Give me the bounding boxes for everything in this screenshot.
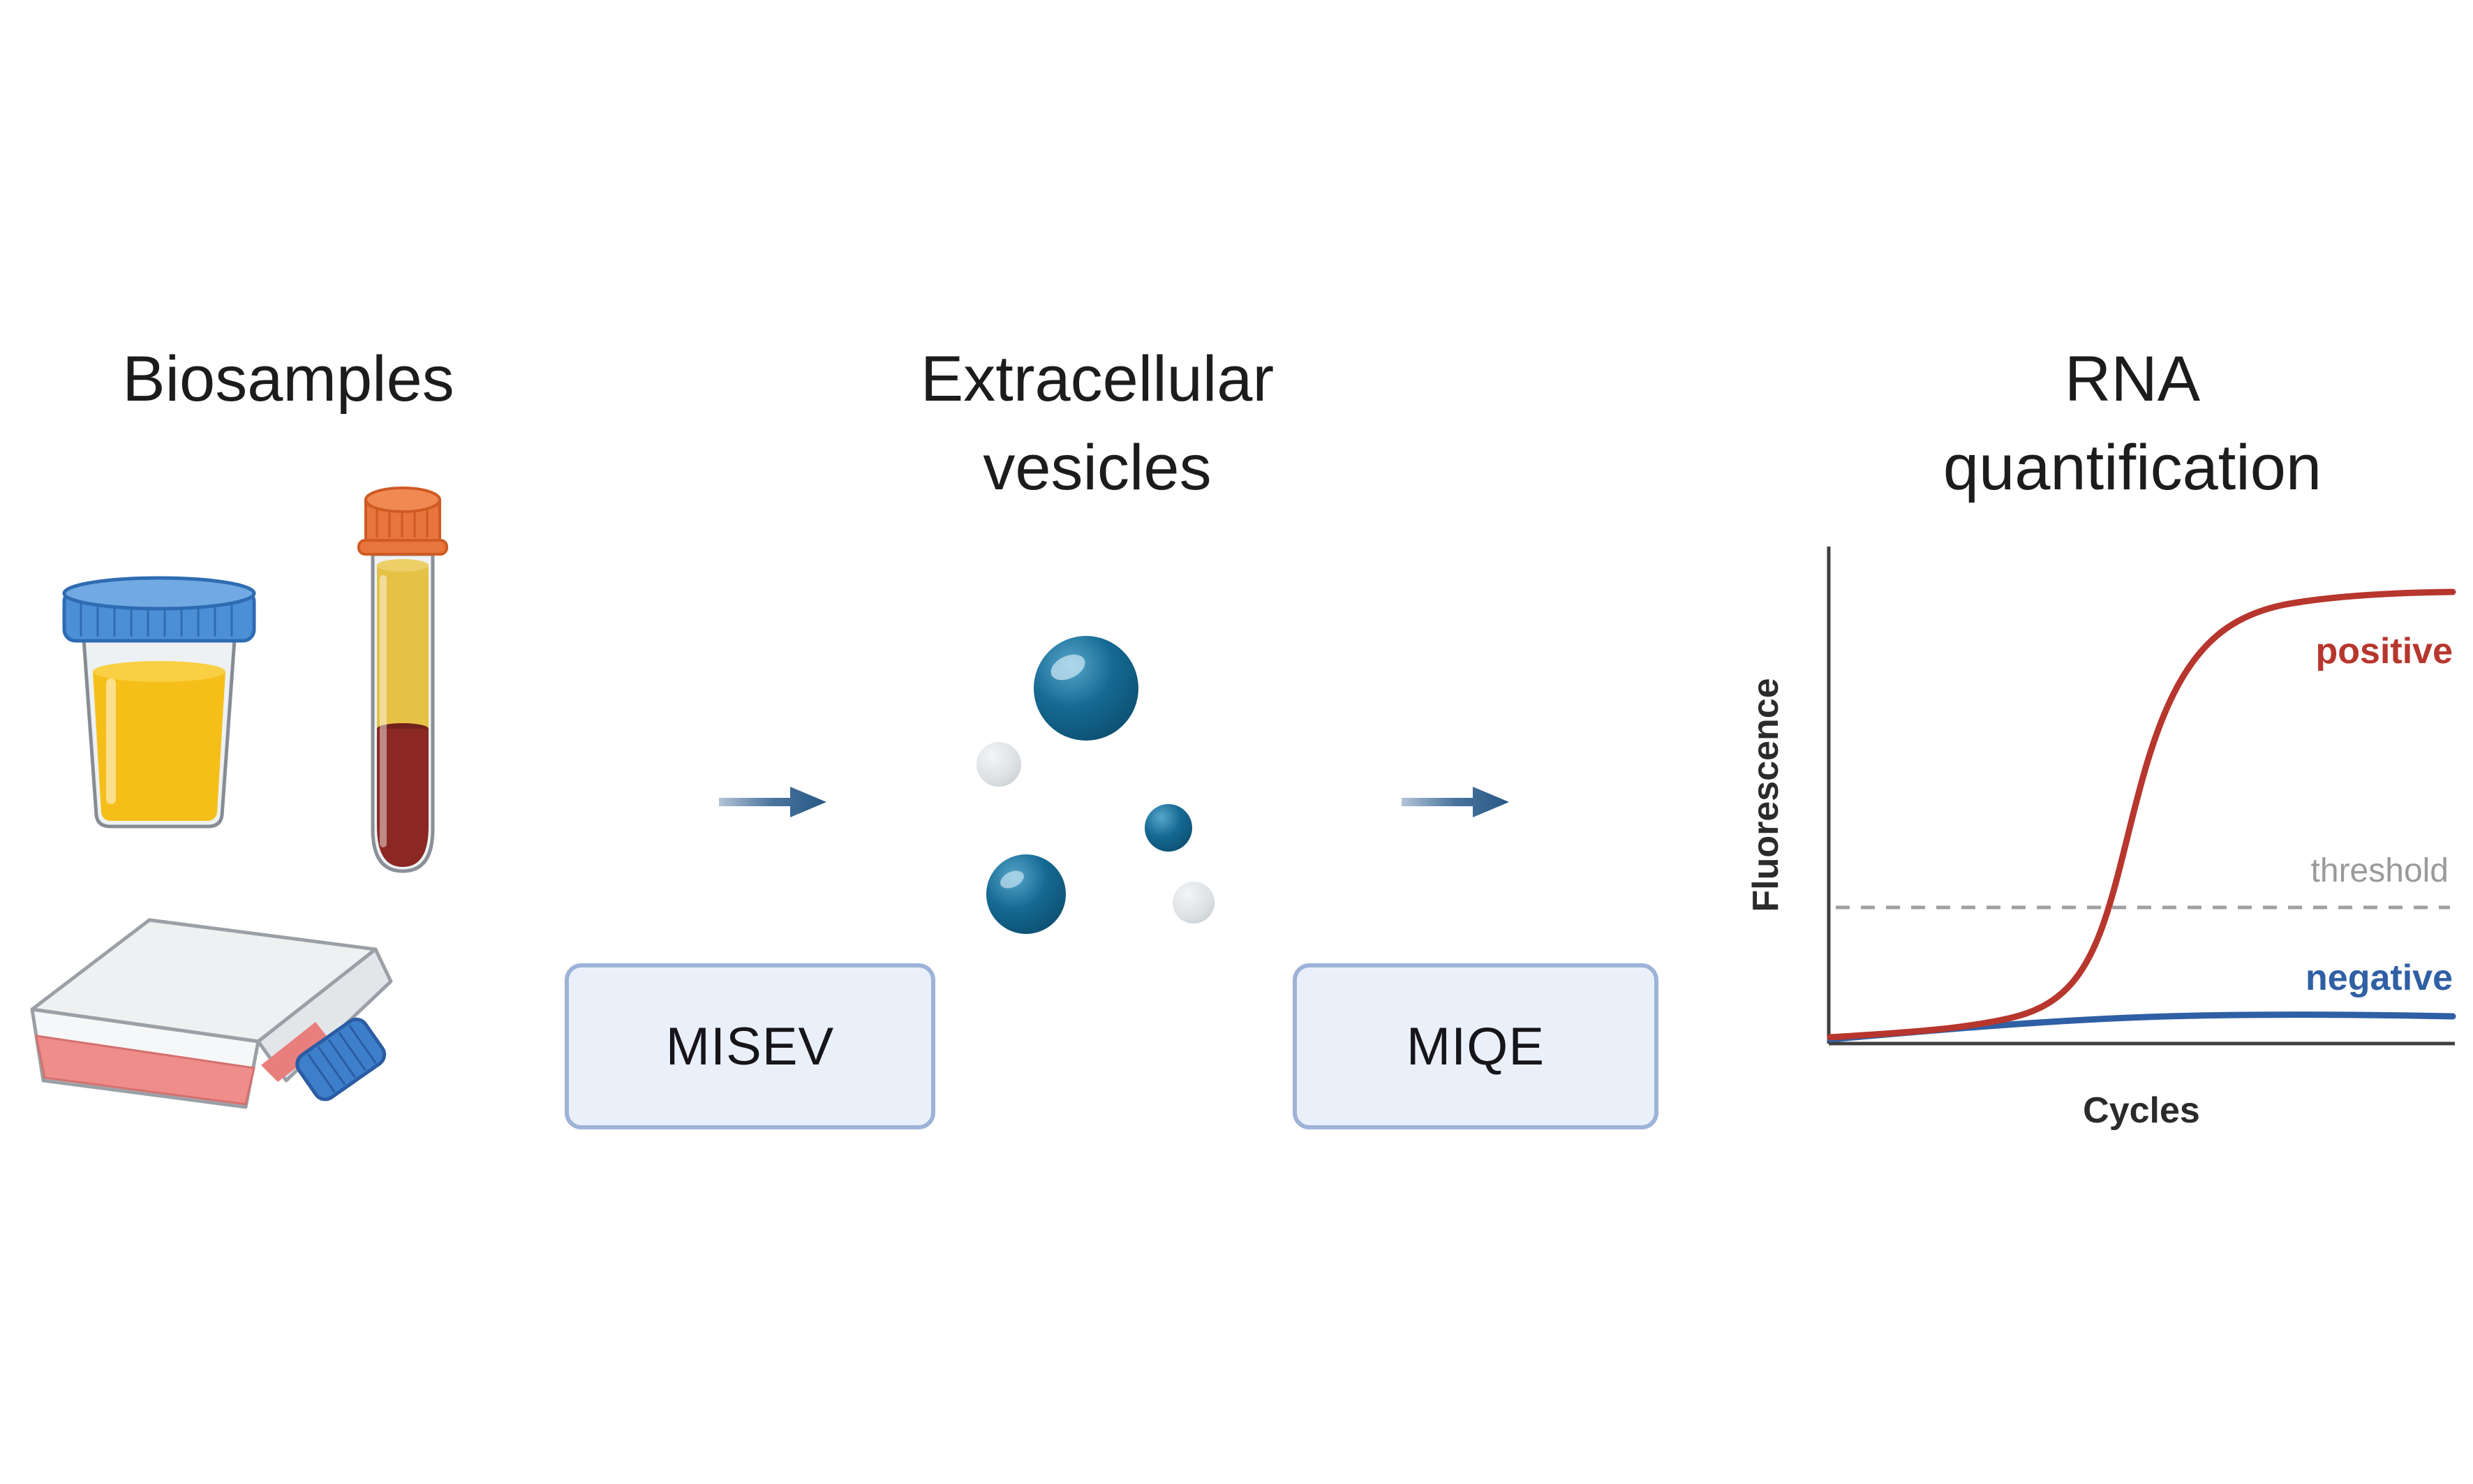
urine-cup-icon (62, 576, 256, 829)
flask-body (30, 918, 393, 1109)
flask-media-side (261, 1022, 331, 1082)
positive-label: positive (2316, 631, 2453, 671)
misev-label: MISEV (665, 1016, 835, 1076)
negative-label: negative (2305, 958, 2453, 998)
vesicle-small-icon (1145, 804, 1192, 852)
vesicle-medium-icon (986, 854, 1066, 934)
cup-body (82, 637, 237, 829)
x-axis-label: Cycles (2083, 1090, 2200, 1131)
blood-collection-tube-icon (357, 487, 448, 873)
miqe-badge: MIQE (1293, 963, 1658, 1129)
tube-cap (357, 487, 448, 556)
rna-quantification-heading: RNA quantification (1853, 335, 2412, 512)
heading-line-1: RNA (2064, 343, 2201, 415)
extracellular-vesicles-icon (976, 636, 1215, 934)
heading-line-1: Extracellular (920, 343, 1275, 415)
flask-media (35, 1034, 255, 1106)
arrow-right-icon (719, 787, 826, 817)
misev-badge: MISEV (565, 963, 935, 1129)
tube-body (371, 552, 435, 873)
vesicle-small-gray-icon (976, 742, 1021, 787)
arrow-right-icon (1402, 787, 1509, 817)
cell-culture-flask-icon (30, 918, 393, 1109)
positive-curve (1827, 588, 2456, 1041)
miqe-label: MIQE (1406, 1016, 1545, 1076)
negative-curve (1827, 1011, 2456, 1043)
extracellular-vesicles-heading: Extracellular vesicles (818, 335, 1376, 512)
flask-cap (295, 1017, 387, 1101)
qpcr-amplification-chart: Fluorescence Cycles threshold positive n… (1746, 547, 2456, 1131)
vesicle-highlight (1050, 654, 1085, 681)
heading-line-2: vesicles (983, 431, 1212, 503)
biosamples-heading: Biosamples (122, 343, 454, 415)
heading-line-2: quantification (1943, 431, 2322, 503)
threshold-label: threshold (2311, 852, 2449, 889)
vesicle-large-icon (1034, 636, 1138, 741)
cup-lid (62, 576, 256, 643)
vesicle-highlight (1000, 870, 1024, 889)
vesicle-small-gray-icon (1173, 882, 1215, 923)
y-axis-label: Fluorescence (1746, 678, 1786, 912)
